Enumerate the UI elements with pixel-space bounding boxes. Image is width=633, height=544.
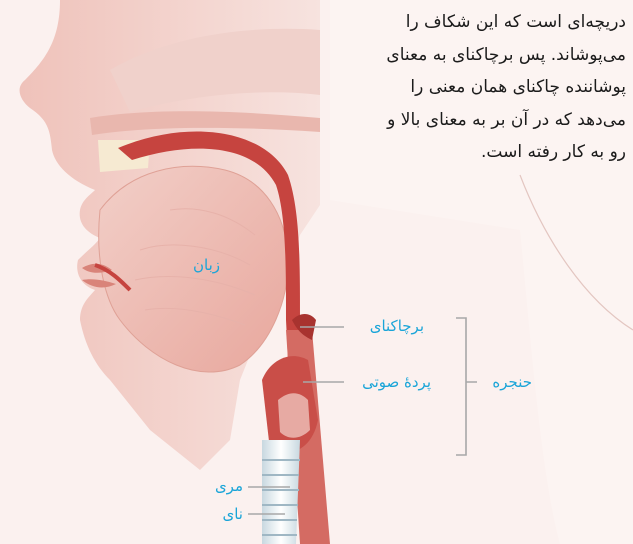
paragraph-line: می‌دهد که در آن بر به معنای بالا و — [310, 104, 626, 137]
paragraph-line: می‌پوشاند. پس برچاکنای به معنای — [310, 39, 626, 72]
epiglottis-label: برچاکنای — [370, 316, 424, 336]
tongue-label: زبان — [193, 255, 220, 275]
description-paragraph: دریچه‌ای است که این شکاف را می‌پوشاند. پ… — [310, 6, 626, 169]
paragraph-line: دریچه‌ای است که این شکاف را — [310, 6, 626, 39]
vocal-cords-label: پردهٔ صوتی — [362, 372, 431, 392]
larynx-label: حنجره — [492, 372, 532, 392]
paragraph-line: رو به کار رفته است. — [310, 136, 626, 169]
trachea — [262, 440, 300, 544]
larynx-highlight — [278, 393, 310, 438]
trachea-label: نای — [223, 504, 244, 524]
esophagus-label: مری — [215, 476, 243, 496]
paragraph-line: پوشاننده چاکنای همان معنی را — [310, 71, 626, 104]
